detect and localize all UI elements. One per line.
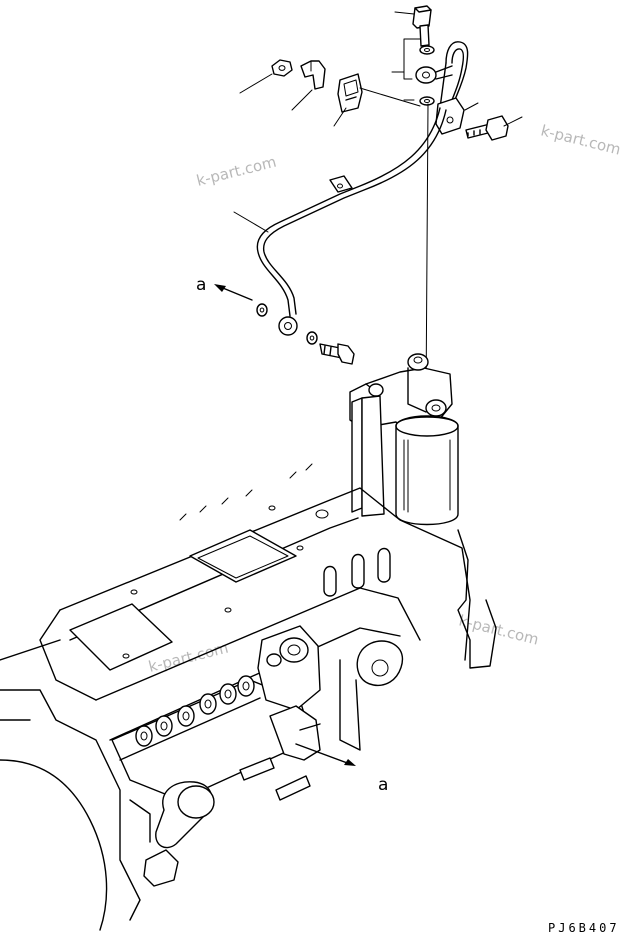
callout-a-upper: a xyxy=(196,275,206,295)
leader-clip-to-pipe xyxy=(359,87,421,107)
washer-lower xyxy=(419,96,435,106)
leader-bolt-top xyxy=(394,11,415,15)
drawing-code: PJ6B407 xyxy=(548,921,620,935)
banjo-fitting xyxy=(415,65,453,84)
callout-a-lower: a xyxy=(378,775,388,795)
pipe-tab-hole xyxy=(337,183,343,189)
fuel-pipe-inner xyxy=(262,109,447,315)
pipe-loop-inner xyxy=(451,48,465,101)
leader-clamp-bolt xyxy=(503,116,523,127)
arrow-a-lower: a xyxy=(295,743,388,795)
fuel-filter-cartridge xyxy=(395,415,459,526)
assembly-centerline xyxy=(425,103,429,401)
washer-right xyxy=(306,331,318,345)
banjo-end-lower xyxy=(278,316,298,336)
pipe-riser-left xyxy=(439,62,447,109)
pipe-clamp xyxy=(435,97,465,135)
banjo-bolt-top xyxy=(412,5,432,47)
spacer-bracket xyxy=(300,60,326,90)
watermark-1: k-part.com xyxy=(195,153,279,190)
leader-spacer xyxy=(291,89,313,111)
nut-small xyxy=(271,59,293,77)
filter-bracket xyxy=(351,395,385,517)
injection-pump xyxy=(111,625,321,887)
leader-clip xyxy=(333,107,347,127)
fuel-pipe-outer xyxy=(256,107,441,317)
bracket-leaders xyxy=(403,38,421,101)
rubber-clip xyxy=(337,73,363,113)
clamp-bolt-right xyxy=(465,115,509,141)
engine-block xyxy=(0,463,497,931)
watermark-2: k-part.com xyxy=(539,121,623,158)
banjo-bolt-lower xyxy=(319,343,355,365)
washer-left xyxy=(256,303,268,317)
washer-top xyxy=(419,45,435,55)
pipe-loop-outer xyxy=(445,41,469,103)
leader-clamp xyxy=(464,102,479,111)
leader-nut xyxy=(239,73,273,94)
arrow-a-upper: a xyxy=(196,275,253,301)
leader-pipe xyxy=(233,211,269,233)
